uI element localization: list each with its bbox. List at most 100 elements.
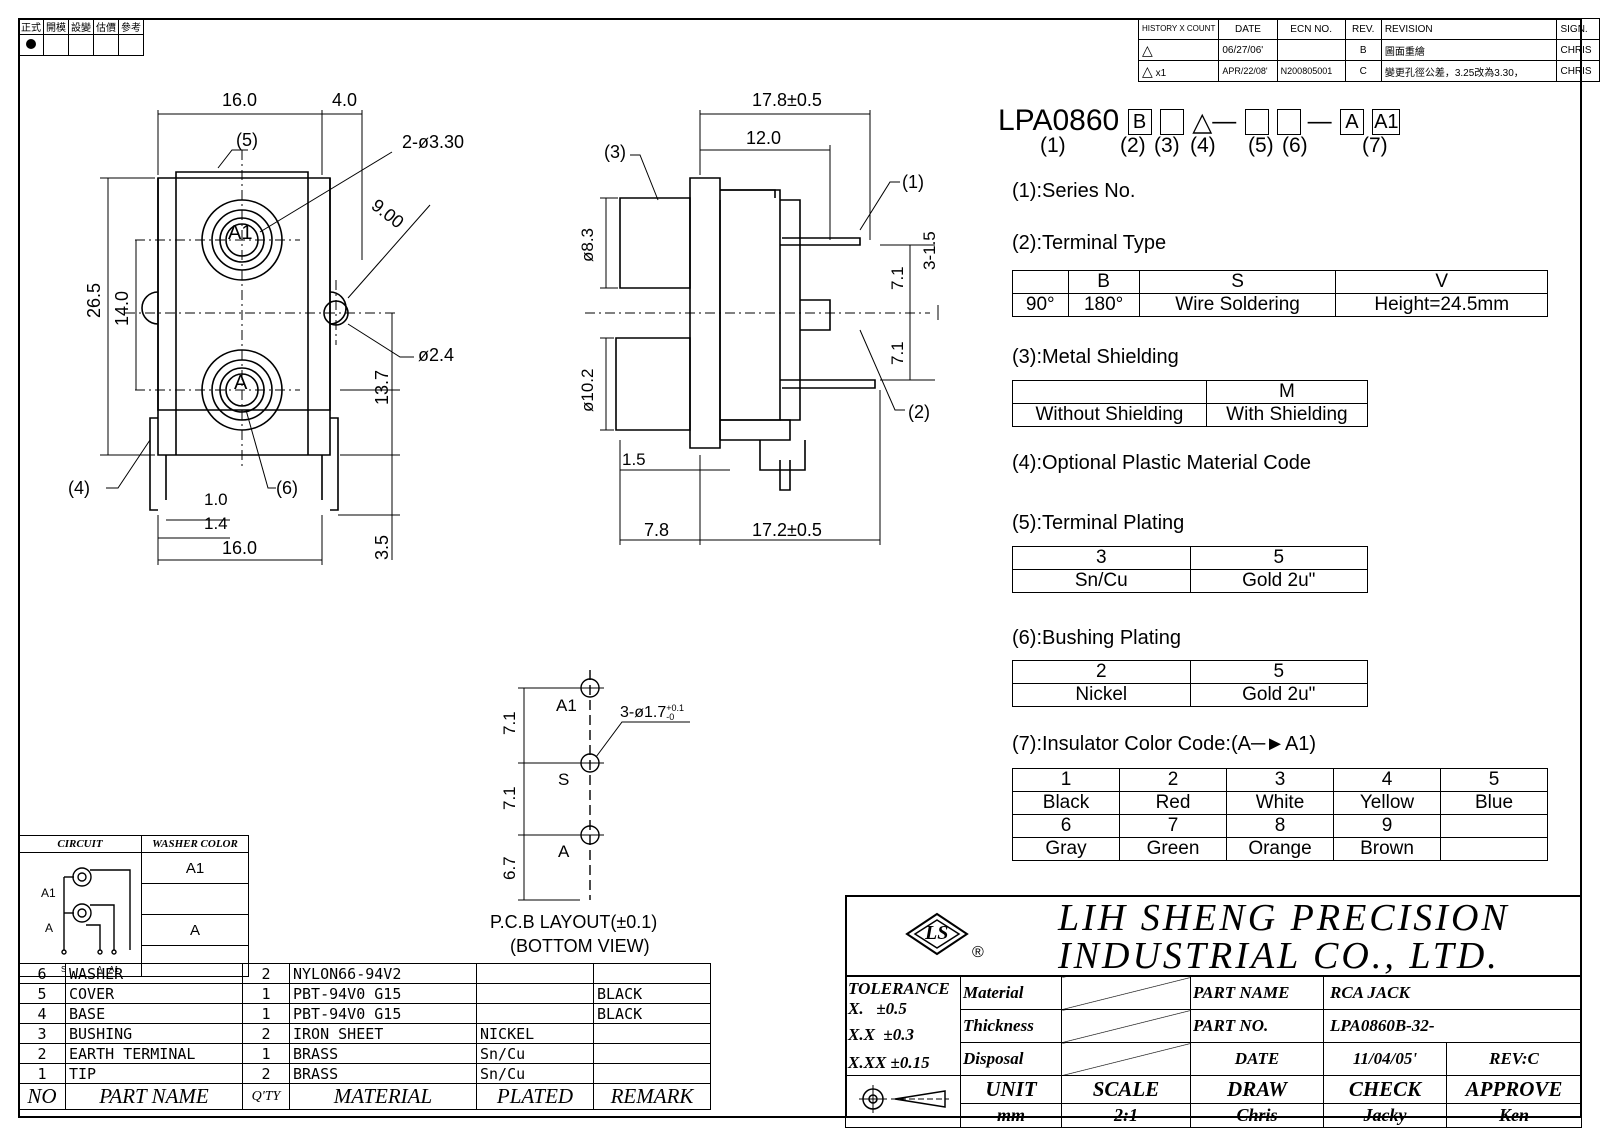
option-cell: 7: [1119, 814, 1227, 838]
pcb-label-a: A: [558, 842, 570, 861]
history-header: REV.: [1344, 18, 1382, 40]
dim-width-4: 4.0: [332, 90, 358, 110]
check-value: Jacky: [1323, 1103, 1447, 1128]
part-no-label: PART NO.: [1190, 1009, 1324, 1043]
option-cell: Height=24.5mm: [1335, 293, 1548, 317]
arrow-right-icon: ─►: [1250, 733, 1285, 755]
dim-15: 1.5: [622, 450, 646, 469]
draw-label: DRAW: [1190, 1075, 1324, 1104]
option-cell: Green: [1119, 837, 1227, 861]
history-date: APR/22/08': [1218, 60, 1278, 82]
logo-mark: LS: [925, 922, 949, 944]
dim-holes-330: 2-ø3.30: [402, 132, 465, 152]
plastic-material-title: (4):Optional Plastic Material Code: [1012, 452, 1312, 474]
pcb-caption-sub: (BOTTOM VIEW): [510, 936, 650, 956]
revision-triangle-icon: △ x1: [1137, 60, 1220, 82]
dim-width-16: 16.0: [222, 90, 258, 110]
company-logo: LS: [905, 910, 969, 958]
washer-color-cell: A1: [141, 852, 249, 884]
dim-hole-24: ø2.4: [418, 345, 455, 365]
code-triangle: △: [1192, 106, 1213, 137]
bushing-plating-table: 2 5 Nickel Gold 2u": [1012, 660, 1368, 707]
revision-history-table: HISTORY X COUNT DATE ECN NO. REV. REVISI…: [1137, 18, 1600, 82]
dim-height-137: 13.7: [372, 369, 392, 405]
side-view: [585, 110, 939, 545]
date-label: DATE: [1190, 1042, 1324, 1076]
circuit-label-a: A: [45, 921, 54, 935]
option-cell: 90°: [1012, 293, 1069, 317]
unit-value: mm: [960, 1103, 1062, 1128]
history-revision: 變更孔徑公差，3.25改為3.30，: [1380, 60, 1558, 82]
dim-width-12: 12.0: [746, 128, 782, 148]
pcb-pitch-3: 6.7: [500, 856, 519, 880]
circuit-label-a1: A1: [41, 886, 56, 900]
projection-symbol-icon: [845, 1075, 961, 1128]
option-cell: Red: [1119, 791, 1227, 815]
company-name-line2: INDUSTRIAL CO., LTD.: [1058, 935, 1500, 977]
callout-5: (5): [236, 130, 258, 150]
code-index: (1): [1040, 134, 1066, 157]
tolerance-xxx: X.XX ±0.15: [848, 1053, 930, 1072]
code-box: A: [1339, 109, 1364, 136]
option-cell: B: [1067, 270, 1140, 294]
history-ecn: N200805001: [1276, 60, 1346, 82]
part-name-value: RCA JACK: [1323, 976, 1582, 1010]
bushing-plating-title: (6):Bushing Plating: [1012, 627, 1181, 649]
tolerance-cell: TOLERANCE X. ±0.5 X.X ±0.3 X.XX ±0.15: [845, 976, 961, 1076]
dim-315: 3-1.5: [920, 231, 939, 270]
history-sign: CHRIS: [1556, 60, 1600, 82]
circuit-header: CIRCUIT: [18, 835, 142, 853]
pcb-pitch-2: 7.1: [500, 786, 519, 810]
washer-color-header: WASHER COLOR: [141, 835, 249, 853]
approve-value: Ken: [1446, 1103, 1582, 1128]
code-index: (2): [1120, 134, 1146, 157]
code-box: B: [1127, 109, 1152, 136]
option-cell: Without Shielding: [1012, 403, 1207, 427]
dim-dia-83: ø8.3: [578, 227, 597, 262]
pcb-hole-spec: 3-ø1.7+0.1-0: [620, 703, 685, 722]
terminal-type-title: (2):Terminal Type: [1012, 232, 1167, 254]
dim-71-lower: 7.1: [888, 341, 907, 365]
option-cell: Yellow: [1333, 791, 1441, 815]
dim-width-178: 17.8±0.5: [752, 90, 822, 110]
code-index: (3): [1154, 134, 1180, 157]
code-box: [1159, 109, 1184, 136]
callout-4: (4): [68, 478, 90, 498]
pcb-layout: [518, 670, 690, 901]
date-value: 11/04/05': [1323, 1042, 1447, 1076]
option-cell: V: [1335, 270, 1548, 294]
option-cell: Gold 2u": [1189, 569, 1368, 593]
option-cell: [1440, 814, 1548, 838]
part-code: LPA0860 B △— — A A1: [998, 104, 1401, 137]
code-index: (4): [1190, 134, 1216, 157]
metal-shielding-table: M Without Shielding With Shielding: [1012, 380, 1369, 427]
tolerance-title: TOLERANCE: [848, 979, 950, 998]
option-cell: 3: [1012, 546, 1191, 570]
jack-label-a1: A1: [228, 222, 253, 244]
thickness-label: Thickness: [960, 1009, 1062, 1043]
dim-height-265: 26.5: [84, 282, 104, 318]
callout-1: (1): [902, 172, 924, 192]
code-index: (7): [1362, 134, 1388, 157]
washer-color-cell: A: [141, 914, 249, 946]
terminal-plating-title: (5):Terminal Plating: [1012, 512, 1185, 534]
front-view: [100, 110, 431, 565]
option-cell: 5: [1440, 768, 1548, 792]
company-name-line1: LIH SHENG PRECISION: [1058, 897, 1510, 939]
option-cell: Orange: [1226, 837, 1334, 861]
metal-shielding-title: (3):Metal Shielding: [1012, 346, 1179, 368]
pcb-label-s: S: [558, 770, 570, 789]
code-box: [1276, 109, 1301, 136]
washer-color-cell: [141, 883, 249, 915]
dim-78: 7.8: [644, 520, 670, 540]
dim-width-16-bottom: 16.0: [222, 538, 258, 558]
option-cell: Gray: [1012, 837, 1120, 861]
circuit-table: CIRCUIT WASHER COLOR A1 A S A A1 A1 A: [18, 835, 249, 977]
option-cell: 9: [1333, 814, 1441, 838]
